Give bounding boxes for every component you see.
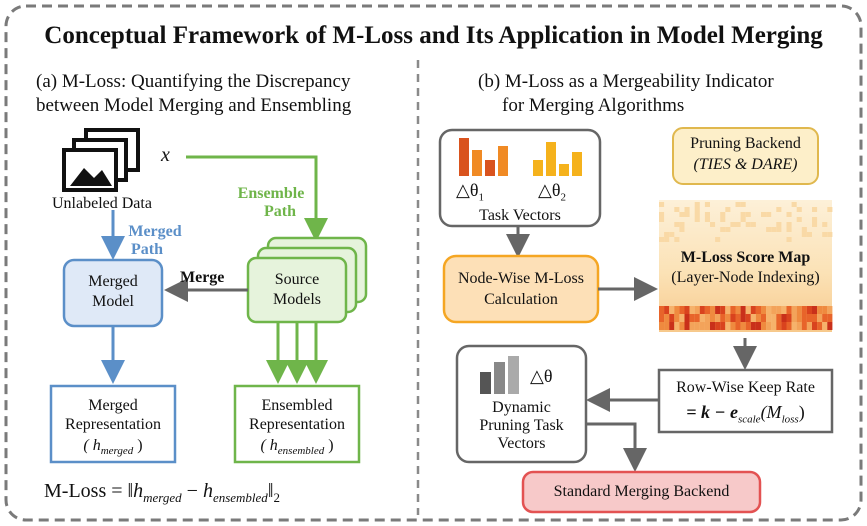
theta1-label: △θ1 [456, 180, 484, 204]
ensemble-path-arrow [186, 155, 328, 242]
mloss-formula: M-Loss = ‖hmerged − hensembled‖2 [44, 480, 280, 505]
source-models-label-1: Source [274, 271, 320, 288]
panel-a-heading-2: between Model Merging and Ensembling [36, 95, 352, 116]
score-map-subtitle: (Layer-Node Indexing) [671, 269, 820, 286]
ensembled-repr-label-1: Ensembled [261, 397, 333, 414]
score-map-heat-rows [659, 202, 833, 330]
panel-b-heading-1: (b) M-Loss as a Mergeability Indicator [478, 71, 774, 92]
pruning-backend-label-1: Pruning Backend [690, 135, 801, 152]
x-label: x [161, 144, 170, 166]
page-title: Conceptual Framework of M-Loss and Its A… [44, 22, 823, 49]
row-wise-formula: = k − escale(Mloss) [686, 402, 805, 426]
unlabeled-data-label: Unlabeled Data [52, 195, 152, 212]
outer-frame [4, 4, 863, 522]
merged-repr-label-1: Merged [88, 397, 138, 414]
image-stack-icon [62, 128, 140, 192]
merged-repr-symbol: ( hmerged ) [83, 437, 143, 458]
bar-chart-icon [480, 356, 519, 394]
merged-representation-box [49, 384, 177, 464]
ensembled-repr-symbol: ( hensembled ) [260, 437, 334, 458]
node-wise-box [442, 254, 600, 324]
pruning-backend-box [672, 127, 819, 185]
score-map-title: M-Loss Score Map [680, 249, 811, 266]
node-wise-label-1: Node-Wise M-Loss [458, 270, 584, 287]
dynamic-label-2: Pruning Task [479, 417, 564, 434]
standard-backend-label: Standard Merging Backend [553, 483, 730, 500]
merged-path-label-2: Path [131, 241, 163, 258]
merged-model-label-2: Model [92, 293, 134, 310]
standard-backend-box [521, 470, 762, 514]
dynamic-label-1: Dynamic [492, 399, 551, 416]
merged-model-label-1: Merged [88, 273, 138, 290]
theta2-label: △θ2 [538, 180, 566, 204]
merged-repr-label-2: Representation [65, 416, 161, 433]
task-vectors-label: Task Vectors [479, 207, 561, 224]
ensemble-path-label-1: Ensemble [237, 185, 305, 202]
ensembled-repr-label-2: Representation [249, 416, 345, 433]
source-models-label-2: Models [273, 291, 321, 308]
ensemble-path-label-2: Path [264, 203, 296, 220]
panel-a-heading-1: (a) M-Loss: Quantifying the Discrepancy [36, 71, 351, 92]
row-wise-label: Row-Wise Keep Rate [676, 379, 815, 396]
merge-label: Merge [180, 269, 225, 286]
merged-path-label-1: Merged [128, 223, 182, 240]
node-wise-label-2: Calculation [484, 291, 558, 308]
delta-theta-label: △θ [530, 366, 553, 386]
panel-b-heading-2: for Merging Algorithms [502, 95, 685, 116]
pruning-backend-label-2: (TIES & DARE) [693, 156, 798, 173]
dynamic-label-3: Vectors [497, 435, 546, 452]
ensembled-representation-box [233, 384, 361, 464]
